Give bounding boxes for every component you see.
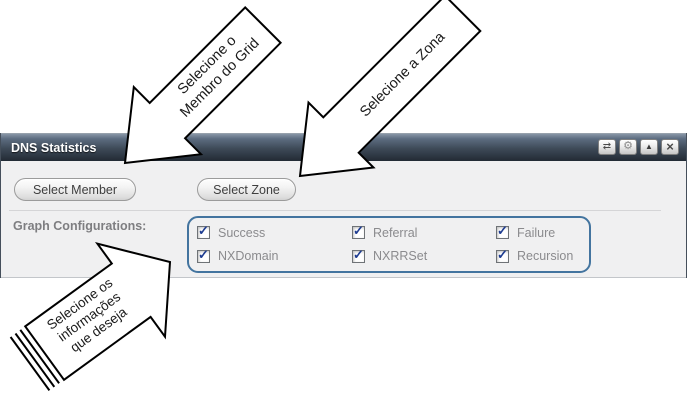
checkmark-icon: ✓ — [497, 246, 508, 262]
checkmark-icon: ✓ — [353, 223, 364, 239]
option-success: ✓ Success — [197, 223, 352, 240]
panel-titlebar: DNS Statistics ⇄ ⚙ ▲ × — [1, 133, 686, 161]
close-icon[interactable]: × — [661, 138, 679, 155]
dns-statistics-panel: DNS Statistics ⇄ ⚙ ▲ × Select Member Sel… — [0, 133, 687, 278]
option-label: Success — [218, 225, 266, 240]
annotation-text-graph-info-line3: que deseja — [67, 304, 130, 355]
failure-checkbox[interactable]: ✓ — [496, 223, 509, 240]
success-checkbox[interactable]: ✓ — [197, 223, 210, 240]
checkmark-icon: ✓ — [497, 223, 508, 239]
option-referral: ✓ Referral — [352, 223, 496, 240]
option-label: NXRRSet — [373, 249, 428, 264]
option-label: Referral — [373, 225, 418, 240]
option-label: NXDomain — [218, 249, 279, 264]
nxdomain-checkbox[interactable]: ✓ — [197, 246, 210, 263]
select-zone-button[interactable]: Select Zone — [197, 178, 296, 201]
settings-icon[interactable]: ⚙ — [619, 138, 637, 155]
option-nxrrset: ✓ NXRRSet — [352, 246, 496, 264]
panel-body: Select Member Select Zone Graph Configur… — [1, 161, 686, 278]
annotation-text-graph-info-line2: informações — [55, 289, 124, 345]
checkmark-icon: ✓ — [198, 246, 209, 262]
separator-line — [9, 210, 661, 211]
annotation-text-zone-line1: Selecione a Zona — [357, 28, 449, 120]
select-member-button[interactable]: Select Member — [14, 178, 136, 201]
option-label: Recursion — [517, 249, 574, 264]
graph-configurations-label: Graph Configurations: — [13, 219, 147, 233]
annotation-text-graph-info-line1: Selecione os — [44, 275, 116, 333]
titlebar-buttons: ⇄ ⚙ ▲ × — [598, 138, 679, 155]
referral-checkbox[interactable]: ✓ — [352, 223, 365, 240]
recursion-checkbox[interactable]: ✓ — [496, 246, 509, 263]
checkmark-icon: ✓ — [198, 223, 209, 239]
option-nxdomain: ✓ NXDomain — [197, 246, 352, 264]
panel-title: DNS Statistics — [11, 140, 97, 155]
annotation-arrow-tail-stripes — [9, 329, 60, 391]
annotation-text-grid-member-line1: Selecione o — [175, 33, 240, 98]
option-label: Failure — [517, 225, 556, 240]
checkmark-icon: ✓ — [353, 246, 364, 262]
option-recursion: ✓ Recursion — [496, 246, 589, 264]
graph-options-group: ✓ Success ✓ Referral ✓ Failure ✓ NXDomai… — [187, 216, 591, 273]
nxrrset-checkbox[interactable]: ✓ — [352, 246, 365, 263]
refresh-icon[interactable]: ⇄ — [598, 138, 616, 155]
collapse-icon[interactable]: ▲ — [640, 138, 658, 155]
annotation-text-grid-member-line2: Membro do Grid — [177, 35, 262, 120]
option-failure: ✓ Failure — [496, 223, 589, 240]
